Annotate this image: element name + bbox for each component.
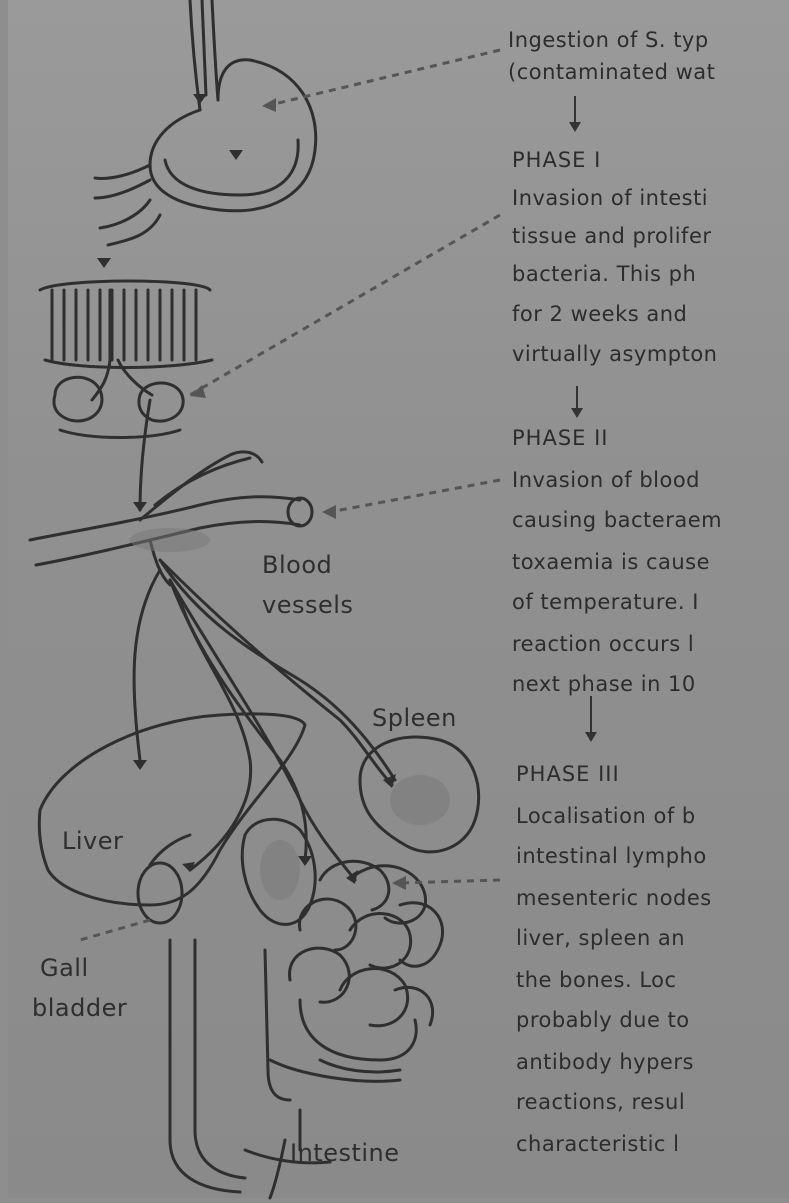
flow-arrow-2 xyxy=(576,386,578,416)
label-liver: Liver xyxy=(62,828,123,854)
flow-arrow-1 xyxy=(574,96,576,130)
label-intestine: Intestine xyxy=(290,1140,400,1166)
phase3-line-3: mesenteric nodes xyxy=(516,884,712,912)
label-gall: Gall xyxy=(40,955,89,981)
pointer-phase2 xyxy=(330,480,500,512)
pointer-phase3 xyxy=(400,880,500,883)
oesophagus-outline xyxy=(190,0,200,110)
ingestion-line-2: (contaminated wat xyxy=(508,58,715,86)
pointer-phase1 xyxy=(190,215,500,395)
phase2-line-6: next phase in 10 xyxy=(512,670,696,698)
phase3-line-9: characteristic l xyxy=(516,1130,679,1158)
phase3-line-1: Localisation of b xyxy=(516,802,696,830)
phase2-line-3: toxaemia is cause xyxy=(512,548,710,576)
phase3-line-8: reactions, resul xyxy=(516,1088,685,1116)
phase1-line-2: tissue and prolifer xyxy=(512,222,712,250)
phase3-title: PHASE III xyxy=(516,760,620,788)
phase1-line-1: Invasion of intesti xyxy=(512,184,708,212)
phase2-line-1: Invasion of blood xyxy=(512,466,700,494)
phase2-title: PHASE II xyxy=(512,424,608,452)
phase3-line-2: intestinal lympho xyxy=(516,842,707,870)
pointer-gall xyxy=(80,920,150,940)
lymph-node-left xyxy=(54,377,102,421)
phase3-line-6: probably due to xyxy=(516,1006,690,1034)
label-spleen: Spleen xyxy=(372,705,457,731)
phase1-line-3: bacteria. This ph xyxy=(512,260,696,288)
gall-bladder-outline xyxy=(138,863,182,923)
pointer-ingestion xyxy=(270,50,500,105)
phase2-line-5: reaction occurs l xyxy=(512,630,694,658)
ingestion-line-1: Ingestion of S. typ xyxy=(508,26,709,54)
label-blood: Blood xyxy=(262,552,332,578)
phase3-line-5: the bones. Loc xyxy=(516,966,677,994)
phase3-line-4: liver, spleen an xyxy=(516,924,685,952)
phase1-title: PHASE I xyxy=(512,146,601,174)
label-vessels: vessels xyxy=(262,592,353,618)
intestinal-villi xyxy=(40,281,212,368)
phase3-line-7: antibody hypers xyxy=(516,1048,694,1076)
intestine-coils xyxy=(270,861,443,1081)
phase2-line-4: of temperature. I xyxy=(512,588,699,616)
phase1-line-5: virtually asympton xyxy=(512,340,718,368)
flow-arrow-3 xyxy=(590,696,592,740)
label-bladder: bladder xyxy=(32,995,127,1021)
stomach-outline xyxy=(150,60,316,211)
phase1-line-4: for 2 weeks and xyxy=(512,300,687,328)
lymph-node-right xyxy=(139,383,183,421)
phase2-line-2: causing bacteraem xyxy=(512,506,722,534)
